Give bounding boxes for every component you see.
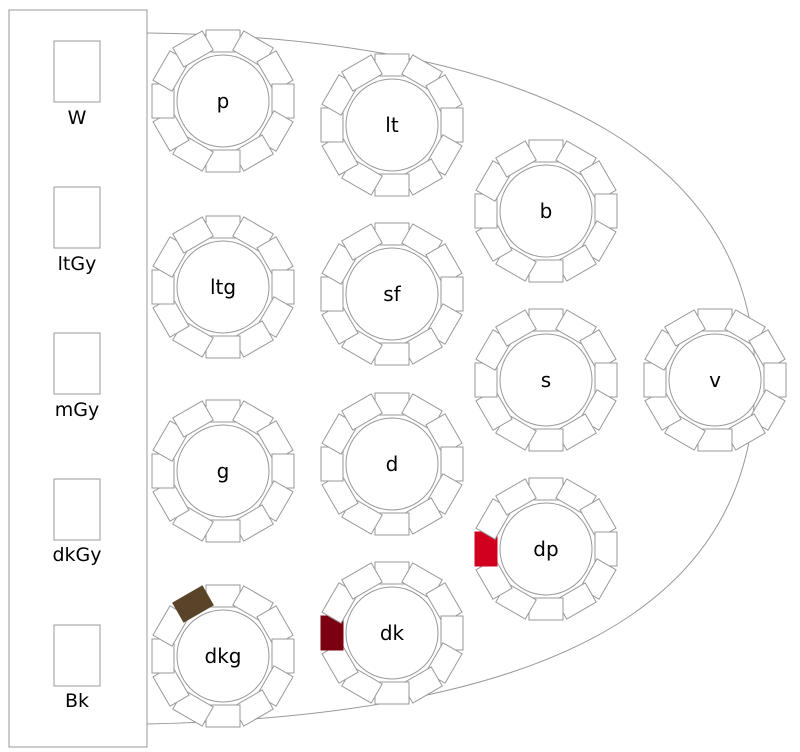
side-item-label: dkGy bbox=[52, 544, 101, 566]
side-item-2: mGy bbox=[53, 332, 101, 421]
chair[interactable] bbox=[341, 562, 383, 600]
table-top bbox=[345, 247, 439, 341]
table-lt[interactable]: lt bbox=[320, 53, 464, 197]
table-top bbox=[668, 333, 762, 427]
table-label: b bbox=[540, 199, 553, 223]
table-top bbox=[499, 333, 593, 427]
table-label: lt bbox=[385, 113, 399, 137]
side-item-1: ltGy bbox=[53, 186, 101, 275]
table-top bbox=[345, 78, 439, 172]
chair[interactable] bbox=[172, 400, 214, 438]
side-item-label: Bk bbox=[65, 690, 89, 712]
table-label: dkg bbox=[205, 644, 242, 668]
table-label: d bbox=[386, 452, 399, 476]
table-sf[interactable]: sf bbox=[320, 222, 464, 366]
table-dk[interactable]: dk bbox=[320, 561, 464, 705]
table-label: ltg bbox=[210, 275, 236, 299]
side-item-label: W bbox=[68, 107, 87, 129]
table-top bbox=[176, 609, 270, 703]
table-top bbox=[499, 164, 593, 258]
table-label: v bbox=[709, 368, 721, 392]
table-d[interactable]: d bbox=[320, 392, 464, 536]
chair[interactable] bbox=[341, 393, 383, 431]
side-item-box bbox=[53, 478, 101, 541]
side-item-box bbox=[53, 624, 101, 687]
side-item-0: W bbox=[53, 40, 101, 129]
table-top bbox=[345, 586, 439, 680]
chair[interactable] bbox=[664, 309, 706, 347]
table-label: dk bbox=[380, 621, 405, 645]
table-dkg[interactable]: dkg bbox=[151, 584, 295, 728]
side-item-3: dkGy bbox=[52, 478, 102, 566]
chair[interactable] bbox=[172, 216, 214, 254]
side-item-4: Bk bbox=[53, 624, 101, 712]
side-item-label: ltGy bbox=[58, 253, 97, 275]
table-label: p bbox=[217, 89, 230, 113]
table-label: s bbox=[541, 368, 551, 392]
side-item-box bbox=[53, 40, 101, 103]
table-top bbox=[176, 424, 270, 518]
side-item-box bbox=[53, 332, 101, 395]
table-s[interactable]: s bbox=[474, 308, 618, 452]
table-g[interactable]: g bbox=[151, 399, 295, 543]
table-v[interactable]: v bbox=[643, 308, 787, 452]
table-label: g bbox=[217, 459, 230, 483]
table-top bbox=[499, 502, 593, 596]
table-b[interactable]: b bbox=[474, 139, 618, 283]
chair[interactable] bbox=[172, 585, 214, 623]
side-item-label: mGy bbox=[55, 399, 99, 421]
chair[interactable] bbox=[341, 223, 383, 261]
table-label: sf bbox=[383, 282, 401, 306]
chair[interactable] bbox=[495, 140, 537, 178]
chair[interactable] bbox=[495, 478, 537, 516]
table-top bbox=[176, 240, 270, 334]
table-ltg[interactable]: ltg bbox=[151, 215, 295, 359]
table-top bbox=[345, 417, 439, 511]
table-dp[interactable]: dp bbox=[474, 477, 618, 621]
chair[interactable] bbox=[172, 30, 214, 68]
chair[interactable] bbox=[341, 54, 383, 92]
table-top bbox=[176, 54, 270, 148]
side-item-box bbox=[53, 186, 101, 249]
table-label: dp bbox=[533, 537, 558, 561]
table-p[interactable]: p bbox=[151, 29, 295, 173]
chair[interactable] bbox=[495, 309, 537, 347]
